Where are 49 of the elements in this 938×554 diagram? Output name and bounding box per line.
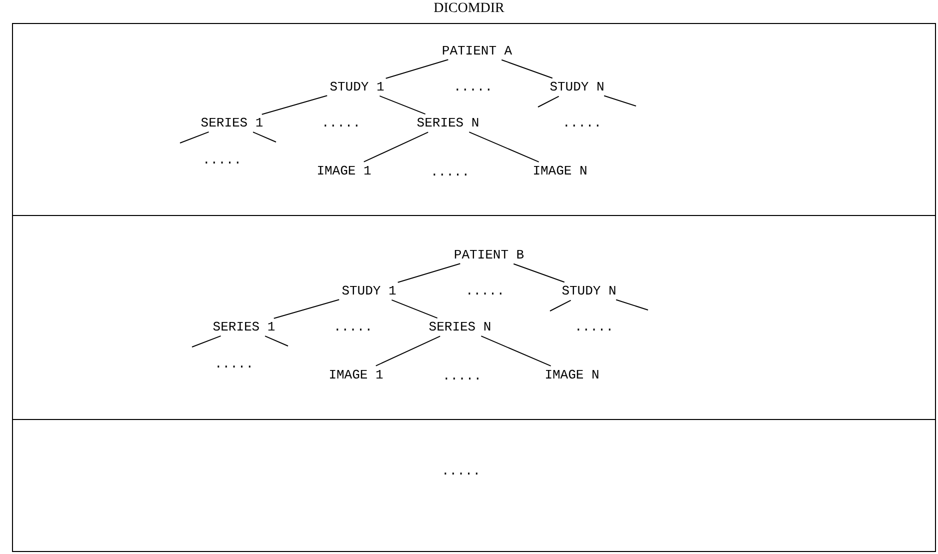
tree-line [252, 132, 276, 142]
tree-line [385, 59, 449, 79]
node-label: ..... [214, 356, 254, 372]
node-label: STUDY 1 [330, 80, 384, 94]
node-label: SERIES N [416, 116, 480, 130]
node-label: STUDY N [562, 284, 616, 298]
tree-line [264, 336, 288, 346]
node-label: IMAGE 1 [328, 368, 384, 382]
node-label: SERIES N [428, 320, 492, 334]
tree-line [375, 336, 441, 366]
node-label: PATIENT B [454, 248, 524, 262]
node-label: ..... [454, 80, 492, 94]
node-label: ..... [322, 116, 360, 130]
node-label: ..... [442, 464, 480, 478]
diagram-title: DICOMDIR [432, 1, 506, 17]
tree-line [379, 95, 426, 115]
node-label: ..... [466, 284, 504, 298]
tree-line [273, 299, 340, 319]
node-label: STUDY N [550, 80, 604, 94]
node-label: ..... [574, 320, 614, 334]
panel [12, 215, 936, 420]
tree-line [480, 336, 552, 366]
node-label: ..... [562, 116, 602, 130]
node-label: IMAGE N [544, 368, 600, 382]
tree-line [538, 96, 560, 108]
tree-line [604, 95, 636, 106]
tree-line [616, 299, 648, 310]
tree-line [391, 299, 438, 319]
node-label: ..... [202, 152, 242, 168]
node-label: ..... [442, 368, 482, 384]
node-label: PATIENT A [442, 44, 512, 58]
node-label: IMAGE 1 [316, 164, 372, 178]
node-label: IMAGE N [532, 164, 588, 178]
node-label: ..... [334, 320, 372, 334]
tree-line [397, 263, 461, 283]
node-label: STUDY 1 [342, 284, 396, 298]
panel [12, 419, 936, 552]
tree-line [261, 95, 328, 115]
tree-line [550, 300, 572, 312]
tree-line [192, 335, 222, 348]
panel [12, 23, 936, 216]
tree-line [180, 131, 210, 144]
node-label: ..... [430, 164, 470, 180]
tree-line [501, 59, 553, 79]
tree-line [513, 263, 565, 283]
tree-line [363, 132, 429, 162]
node-label: SERIES 1 [212, 320, 276, 334]
tree-line [468, 132, 540, 162]
node-label: SERIES 1 [200, 116, 264, 130]
